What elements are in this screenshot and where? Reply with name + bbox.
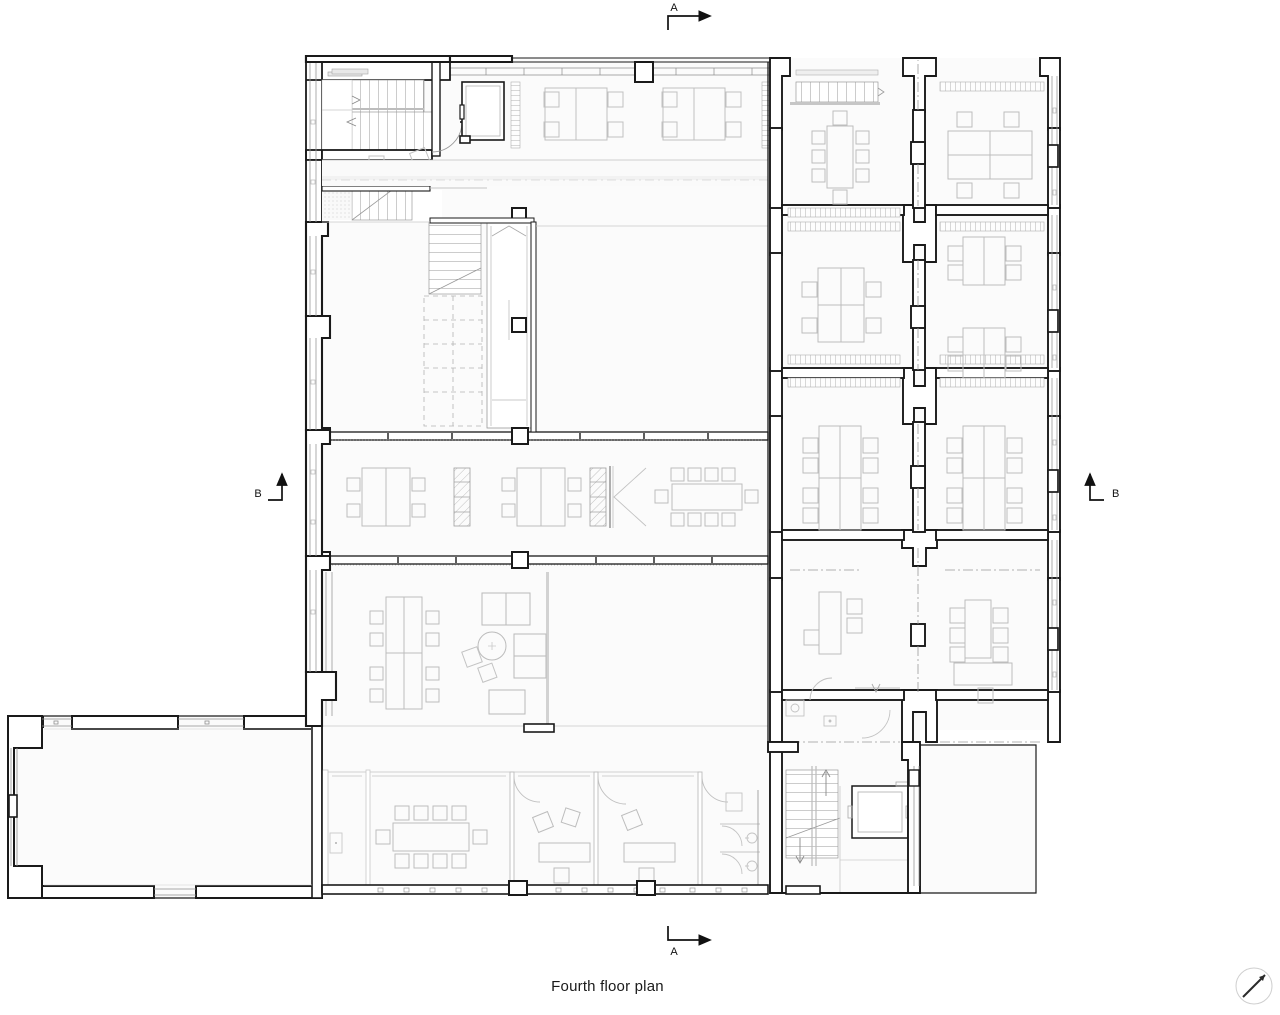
conference-table-central — [654, 467, 759, 527]
void-below-dashed — [423, 295, 483, 427]
loose-chairs-sw — [461, 646, 498, 683]
conference-table-sw — [369, 596, 440, 710]
atrium-stair-central — [423, 207, 532, 429]
exterior-walls-main — [304, 54, 338, 728]
curtain-wall-east — [1047, 76, 1059, 690]
stair-flight-return-nw — [351, 189, 413, 221]
office-se-1 — [803, 591, 863, 655]
pier-central-mid — [511, 317, 527, 333]
section-marker-a-top: A — [667, 2, 712, 30]
office-ne-2 — [947, 111, 1033, 199]
centre-lines — [790, 60, 1040, 743]
service-room-se — [785, 677, 900, 739]
stair-flight-ne — [790, 69, 885, 105]
radiators-east — [787, 81, 1045, 388]
section-marker-b-left: B — [254, 472, 288, 501]
office-se-2 — [949, 599, 1013, 704]
elevator-shaft-nw — [461, 81, 505, 141]
office-e-2b — [947, 327, 1022, 379]
radiator-north-left — [510, 81, 521, 149]
round-table-sw — [477, 631, 507, 661]
meeting-room-southwest — [322, 572, 768, 733]
sofa-group-sw — [481, 592, 547, 715]
opening-sw — [523, 723, 555, 733]
folding-partition-central — [609, 466, 647, 528]
office-south-1 — [531, 807, 591, 884]
south-rooms — [321, 769, 769, 896]
pier-north-mid — [634, 61, 654, 83]
north-arrow — [1235, 967, 1273, 1005]
stair-flight-central — [428, 221, 482, 295]
window-opening-west-annex — [8, 794, 18, 818]
exterior-wall-north — [304, 54, 514, 64]
conference-table-south — [375, 805, 488, 869]
office-e-4 — [946, 425, 1023, 531]
curtain-wall-west — [309, 62, 317, 672]
page-title: Fourth floor plan — [551, 978, 664, 995]
door-jamb-piers — [910, 141, 926, 647]
door-swings-south — [513, 775, 729, 805]
section-label-b-right: B — [1112, 488, 1119, 500]
elevator-shaft-se — [851, 785, 909, 839]
west-wing-hall — [7, 715, 323, 899]
section-marker-a-bottom: A — [667, 926, 712, 958]
interior-walls-centre — [321, 185, 768, 433]
section-label-b-left: B — [254, 488, 261, 500]
office-e-3 — [802, 425, 879, 531]
section-marker-b-right: B — [1084, 472, 1119, 501]
stair-flight-lower-nw — [351, 111, 435, 157]
window-openings-east — [1047, 144, 1059, 651]
office-e-1 — [801, 267, 882, 343]
office-e-2 — [947, 236, 1022, 286]
stair-core-southeast — [767, 741, 1037, 895]
office-ne-1 — [811, 110, 870, 205]
office-south-2 — [620, 808, 676, 884]
section-label-a-top: A — [670, 2, 678, 14]
east-office-grid — [769, 57, 1061, 743]
stair-direction-arrows — [795, 769, 831, 864]
section-label-a-bottom: A — [670, 946, 678, 958]
toilets-south — [720, 790, 760, 888]
cabinet-nw — [331, 68, 369, 75]
